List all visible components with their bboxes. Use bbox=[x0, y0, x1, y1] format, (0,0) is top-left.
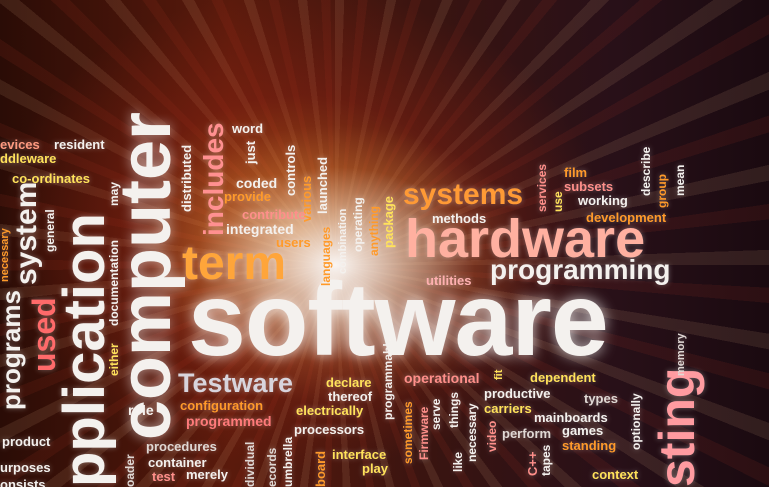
word-video: video bbox=[485, 420, 499, 452]
word-application: pplication bbox=[52, 213, 117, 487]
word-utilities: utilities bbox=[426, 273, 472, 288]
word-interface: interface bbox=[332, 447, 387, 462]
word-users: users bbox=[276, 235, 311, 250]
word-group: group bbox=[655, 174, 669, 208]
word-loader: oader bbox=[123, 454, 137, 487]
word-games: games bbox=[562, 423, 604, 438]
word-testware: Testware bbox=[178, 368, 294, 398]
word-contribute: contribute bbox=[242, 207, 306, 222]
word-distributed: distributed bbox=[179, 144, 194, 212]
word-productive: productive bbox=[484, 386, 551, 401]
word-hardware: hardware bbox=[405, 209, 646, 269]
word-sometimes: sometimes bbox=[401, 401, 415, 464]
word-working: working bbox=[578, 193, 628, 208]
word-development: development bbox=[586, 210, 667, 225]
word-describe: describe bbox=[639, 146, 653, 196]
word-perform: perform bbox=[502, 426, 552, 441]
word-co-ordinates: co-ordinates bbox=[12, 171, 91, 186]
word-container: container bbox=[148, 455, 207, 470]
word-purposes: urposes bbox=[0, 460, 51, 475]
word-carriers: carriers bbox=[484, 401, 532, 416]
word-serve: serve bbox=[429, 398, 443, 430]
word-consists: onsists bbox=[0, 477, 46, 487]
word-term: term bbox=[182, 237, 287, 290]
word-systems: systems bbox=[403, 178, 524, 211]
word-software: software bbox=[188, 262, 609, 378]
word-optionally: optionally bbox=[629, 393, 643, 450]
word-package: package bbox=[381, 195, 396, 248]
word-methods: methods bbox=[432, 211, 487, 226]
word-controls: controls bbox=[283, 144, 298, 196]
word-electrically: electrically bbox=[296, 403, 364, 418]
word-play: play bbox=[362, 461, 389, 476]
word-product: product bbox=[2, 434, 51, 449]
word-mainboards: mainboards bbox=[534, 410, 608, 425]
word-declare: declare bbox=[326, 375, 372, 390]
word-procedures: procedures bbox=[146, 439, 217, 454]
word-anything: anything bbox=[367, 206, 381, 256]
word-test: test bbox=[152, 469, 176, 484]
word-film: film bbox=[564, 165, 588, 180]
word-processors: processors bbox=[294, 422, 365, 437]
word-word: word bbox=[232, 121, 264, 136]
word-coded: coded bbox=[236, 175, 278, 191]
word-programs: programs bbox=[0, 290, 26, 410]
word-programmed: programmed bbox=[186, 413, 272, 429]
word-things: things bbox=[447, 392, 461, 428]
word-testing: sting bbox=[649, 367, 705, 487]
word-system: system bbox=[10, 181, 43, 285]
word-use: use bbox=[551, 191, 565, 212]
word-middleware: ddleware bbox=[0, 151, 57, 166]
word-umbrella: umbrella bbox=[281, 436, 295, 487]
word-resident: resident bbox=[54, 137, 105, 152]
word-role: role bbox=[128, 402, 154, 418]
word-necessary: necessary bbox=[0, 228, 11, 282]
word-records: ecords bbox=[265, 447, 279, 487]
word-configuration: configuration bbox=[180, 398, 264, 413]
word-documentation: documentation bbox=[107, 240, 121, 326]
word-thereof: thereof bbox=[328, 389, 373, 404]
word-like: like bbox=[451, 451, 465, 472]
word-either: either bbox=[107, 343, 121, 376]
word-cpp: C++ bbox=[525, 451, 540, 476]
word-services: services bbox=[535, 163, 549, 212]
word-individual: dividual bbox=[243, 441, 257, 487]
word-launched: launched bbox=[315, 156, 330, 214]
word-subsets: subsets bbox=[564, 179, 614, 194]
word-programmable: programmable bbox=[381, 336, 395, 420]
word-operational: operational bbox=[404, 370, 480, 386]
word-types: types bbox=[584, 391, 618, 406]
word-programming: programming bbox=[490, 254, 671, 285]
word-devices: evices bbox=[0, 137, 40, 152]
word-operating: operating bbox=[351, 197, 365, 252]
word-provide: provide bbox=[224, 189, 271, 204]
word-languages: languages bbox=[319, 226, 333, 286]
word-just: just bbox=[243, 140, 258, 164]
word-board: board bbox=[313, 450, 328, 487]
word-integrated: integrated bbox=[226, 221, 294, 237]
word-general: general bbox=[43, 209, 57, 252]
word-standing: standing bbox=[562, 438, 617, 453]
word-dependent: dependent bbox=[530, 370, 596, 385]
word-context: context bbox=[592, 467, 639, 482]
word-memory: memory bbox=[675, 333, 687, 376]
word-necessary-2: necessary bbox=[465, 403, 479, 462]
word-mean: mean bbox=[673, 164, 687, 196]
word-used: used bbox=[26, 297, 62, 372]
word-fit: fit bbox=[493, 369, 505, 380]
word-includes: includes bbox=[198, 122, 229, 236]
word-tapes: tapes bbox=[539, 444, 553, 476]
word-merely: merely bbox=[186, 467, 228, 482]
word-combination: combination bbox=[337, 208, 349, 274]
word-may: may bbox=[107, 181, 121, 206]
